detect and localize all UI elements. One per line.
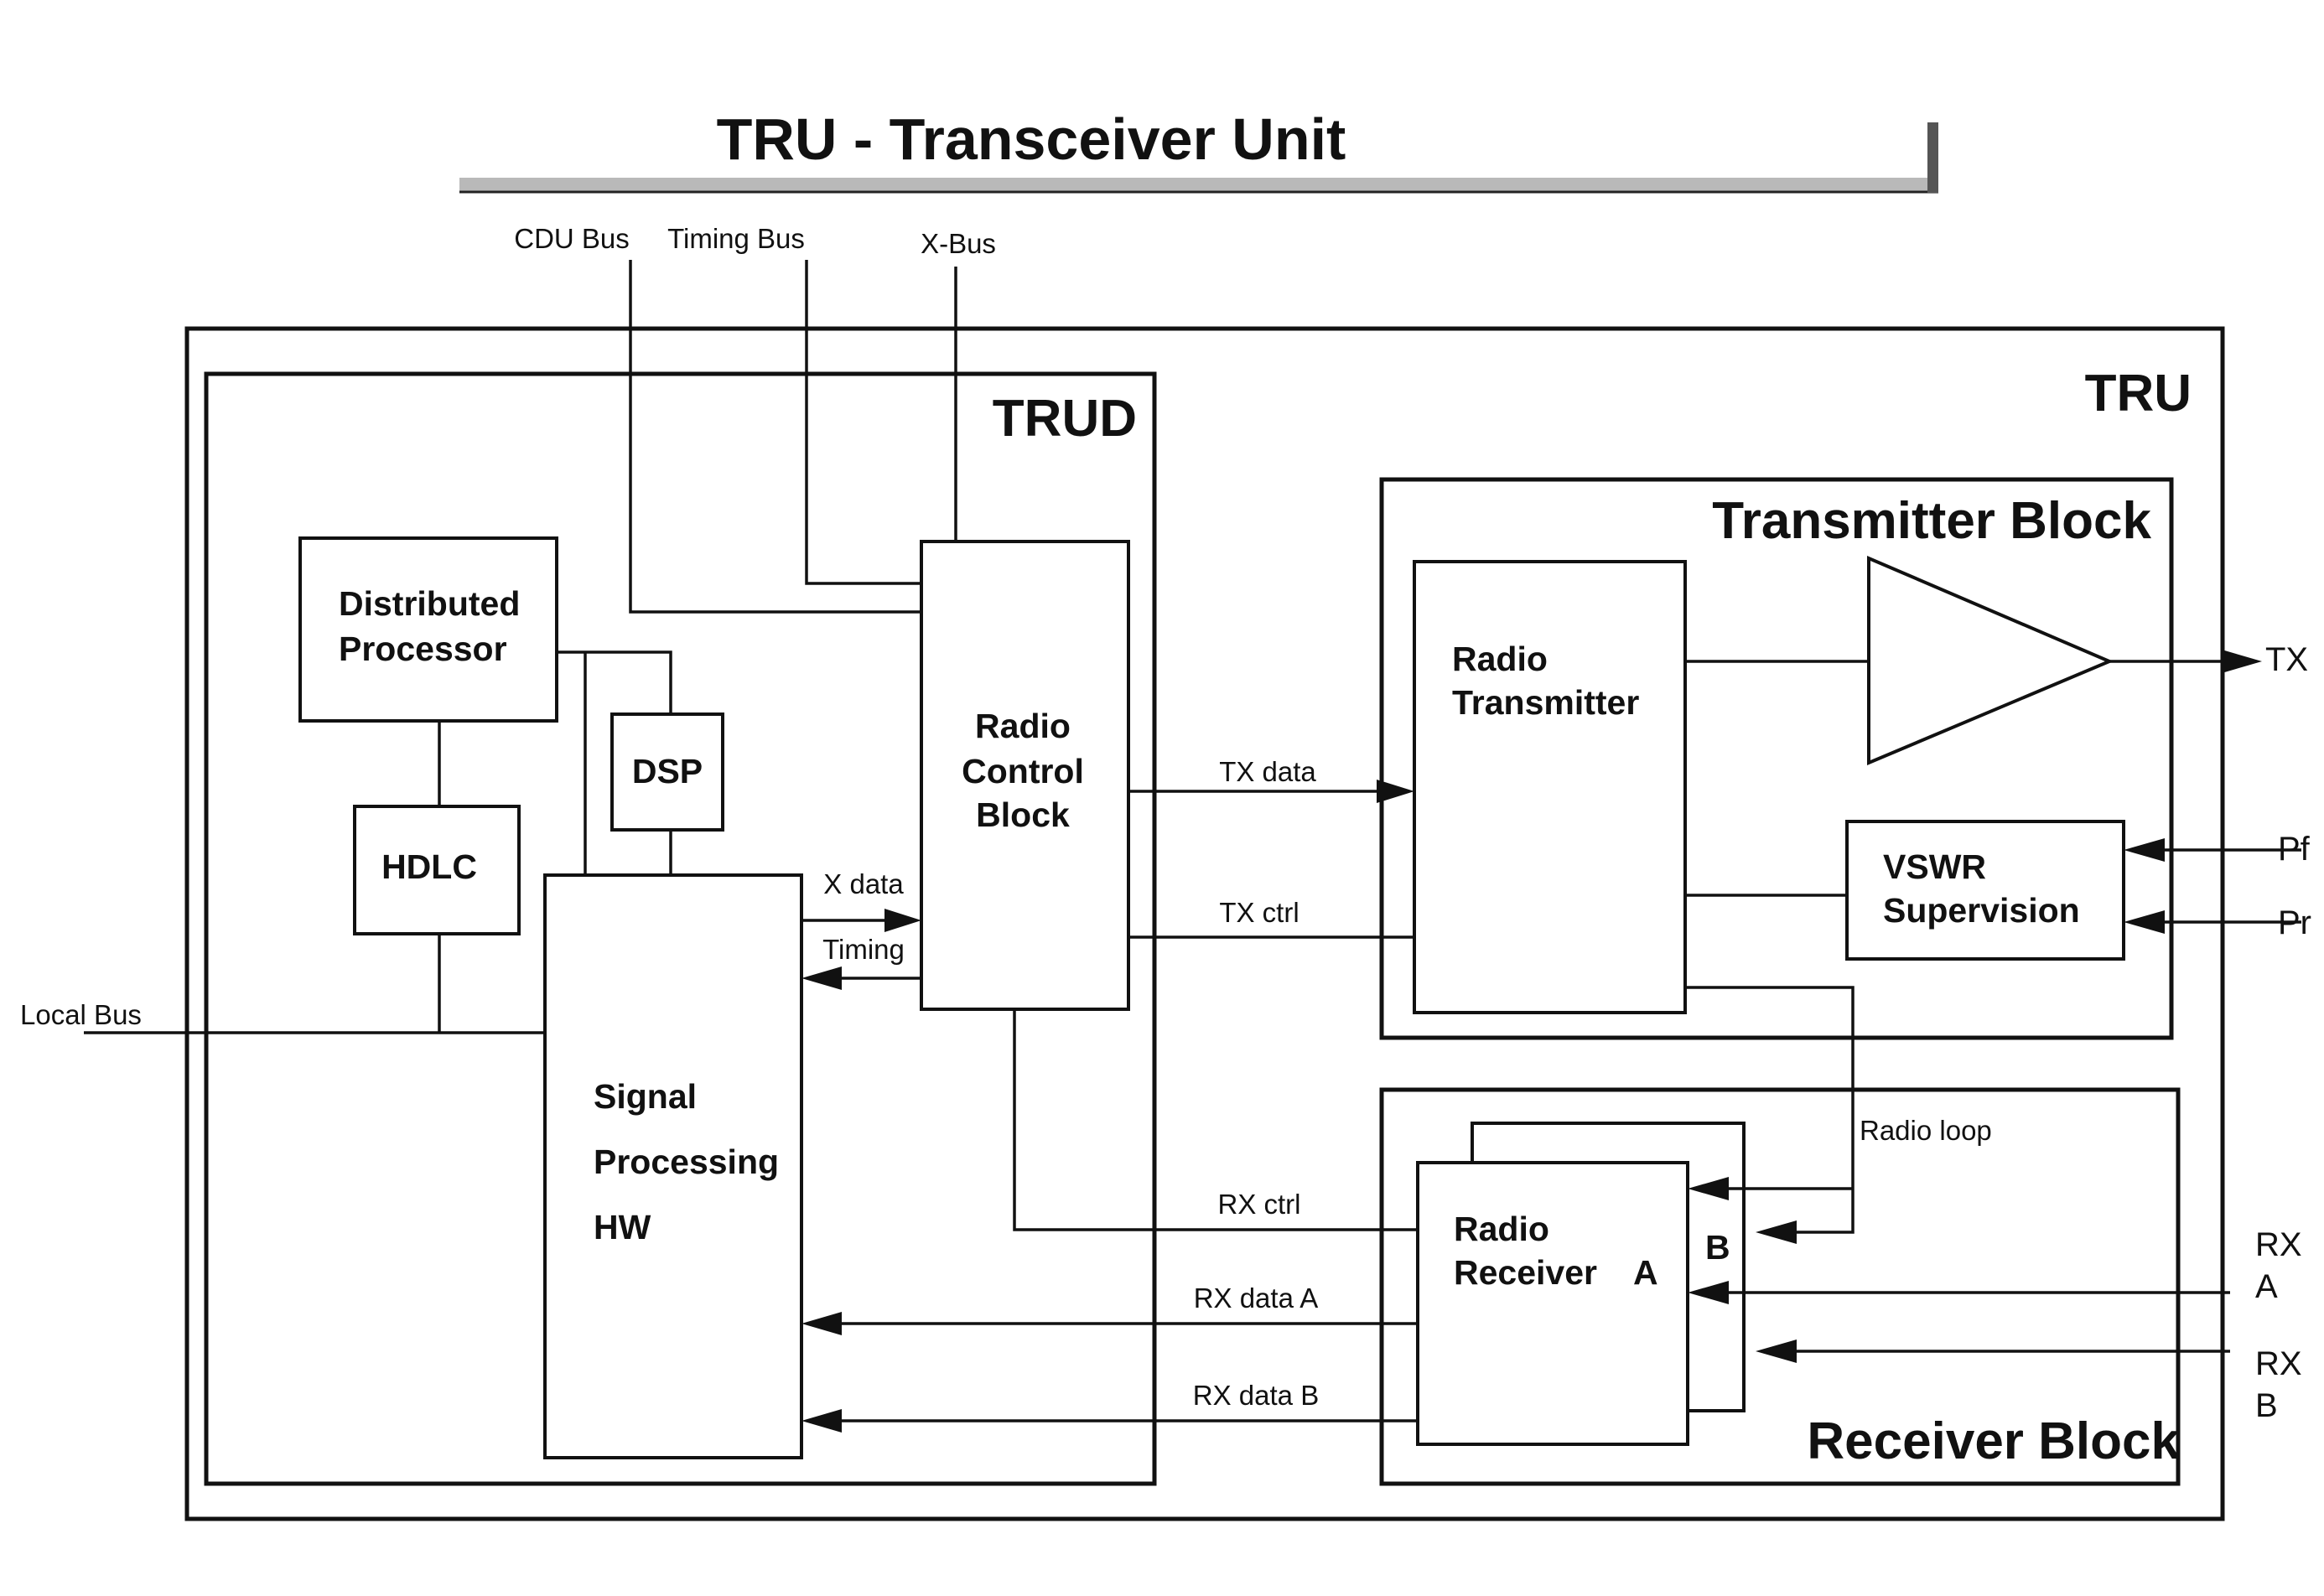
signal-processing-line1: Signal	[594, 1077, 697, 1116]
radio-transmitter-line2: Transmitter	[1452, 683, 1639, 722]
trud-label: TRUD	[993, 390, 1137, 448]
radio-receiver-line2: Receiver	[1454, 1253, 1597, 1292]
rx-a-label-line1: RX	[2255, 1226, 2302, 1263]
transmitter-block-label: Transmitter Block	[1712, 492, 2151, 550]
radio-control-line2: Control	[962, 752, 1084, 790]
signal-processing-hw-block	[543, 873, 803, 1459]
dsp-label: DSP	[632, 752, 703, 790]
rx-a-input-arrowhead	[1688, 1281, 1729, 1304]
receiver-block-label: Receiver Block	[1807, 1412, 2180, 1470]
pr-label: Pr	[2278, 904, 2311, 941]
processor-dsp-link	[557, 650, 672, 714]
radio-receiver-line1: Radio	[1454, 1210, 1549, 1248]
diagram-title: TRU - Transceiver Unit	[717, 106, 1346, 172]
radio-loop-b-arrowhead	[1756, 1220, 1797, 1244]
tru-frame	[184, 326, 2225, 1521]
x-data-label: X data	[823, 868, 904, 899]
title-underline	[459, 122, 1938, 194]
tx-data-label: TX data	[1219, 756, 1316, 787]
vswr-supervision-block	[1845, 820, 2125, 961]
signal-processing-line2: Processing	[594, 1143, 779, 1181]
timing-bus-label: Timing Bus	[667, 223, 805, 254]
vswr-line2: Supervision	[1883, 891, 2080, 930]
rx-data-b-label: RX data B	[1193, 1380, 1319, 1411]
distributed-processor-block	[298, 536, 558, 723]
timing-bus-line	[805, 260, 921, 585]
hdlc-block	[353, 805, 521, 935]
rx-b-label-line2: B	[2255, 1387, 2278, 1424]
cdu-bus-label: CDU Bus	[514, 223, 630, 254]
tx-ctrl-label: TX ctrl	[1219, 897, 1299, 928]
radio-loop-label: Radio loop	[1860, 1115, 1992, 1146]
rx-ctrl-label: RX ctrl	[1218, 1189, 1301, 1220]
x-bus-label: X-Bus	[921, 228, 996, 259]
vswr-line1: VSWR	[1883, 847, 1986, 886]
rx-b-label-line1: RX	[2255, 1345, 2302, 1382]
rx-data-a-arrowhead	[801, 1312, 842, 1335]
rx-data-b-arrowhead	[801, 1409, 842, 1433]
signal-processing-line3: HW	[594, 1208, 651, 1246]
receiver-a-label: A	[1633, 1253, 1658, 1292]
radio-receiver-b-block	[1471, 1122, 1746, 1412]
timing-label: Timing	[822, 934, 905, 965]
trud-frame	[204, 371, 1157, 1486]
x-data-arrowhead	[884, 909, 921, 932]
cdu-bus-line	[629, 260, 921, 614]
tx-label: TX	[2265, 641, 2308, 678]
dsp-block	[610, 712, 724, 832]
rx-b-input-arrowhead	[1756, 1340, 1797, 1363]
rx-data-a-label: RX data A	[1194, 1282, 1319, 1314]
rx-a-label-line2: A	[2255, 1268, 2278, 1305]
pr-arrowhead	[2124, 910, 2165, 934]
rx-ctrl-line	[1013, 1009, 1418, 1231]
receiver-b-label: B	[1705, 1228, 1730, 1267]
tru-label: TRU	[2085, 365, 2192, 422]
timing-arrowhead	[801, 966, 842, 990]
tx-data-arrowhead	[1377, 780, 1414, 803]
radio-transmitter-block	[1413, 560, 1687, 1014]
radio-transmitter-line1: Radio	[1452, 640, 1548, 678]
tx-output-arrowhead	[2222, 650, 2262, 673]
radio-loop-line	[1685, 986, 1855, 1234]
receiver-block-frame	[1379, 1087, 2181, 1486]
radio-control-block	[920, 540, 1130, 1011]
distributed-processor-line2: Processor	[339, 630, 507, 668]
pf-arrowhead	[2124, 838, 2165, 862]
distributed-processor-line1: Distributed	[339, 584, 520, 623]
local-bus-label: Local Bus	[20, 999, 142, 1030]
pf-label: Pf	[2278, 831, 2311, 868]
radio-control-line3: Block	[976, 795, 1070, 834]
power-amplifier-symbol	[1867, 555, 2114, 766]
radio-loop-a-arrowhead	[1688, 1177, 1729, 1200]
radio-control-line1: Radio	[975, 707, 1071, 745]
hdlc-label: HDLC	[381, 847, 477, 886]
radio-receiver-block	[1416, 1161, 1689, 1446]
transmitter-block-frame	[1379, 477, 2174, 1040]
